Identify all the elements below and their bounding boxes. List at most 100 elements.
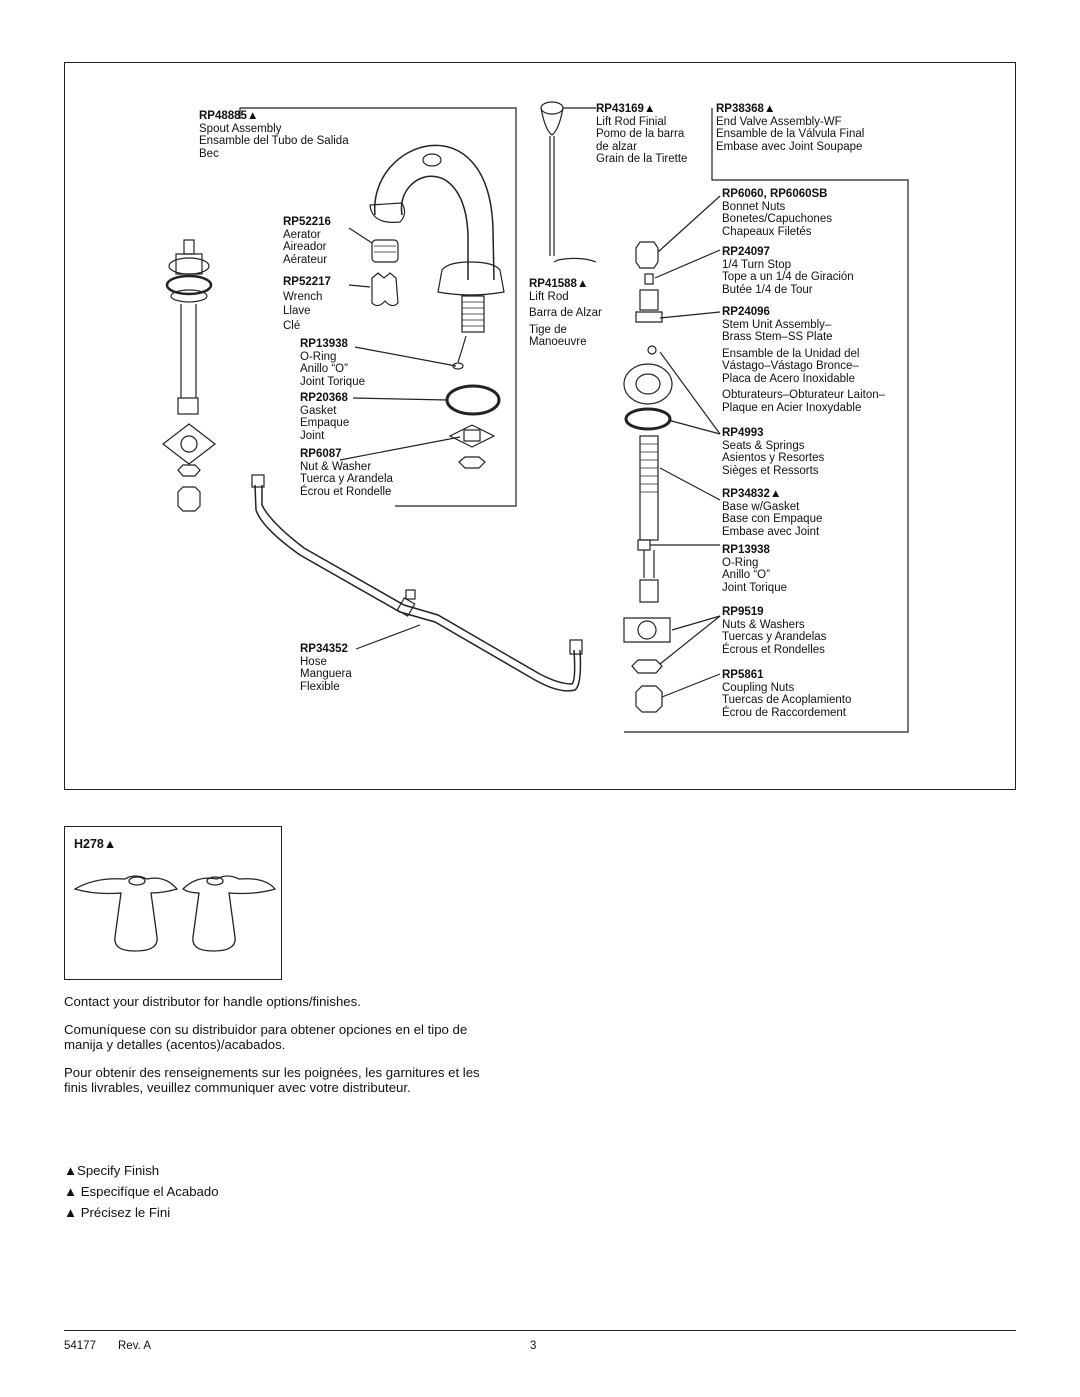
part-number: RP24096 xyxy=(722,306,770,318)
part-desc-fr: Embase avec Joint Soupape xyxy=(716,140,863,153)
part-desc-es: Asientos y Resortes xyxy=(722,452,825,464)
label-rp52216: RP52216 Aerator Aireador Aérateur xyxy=(283,216,331,266)
finish-en: ▲Specify Finish xyxy=(64,1163,160,1178)
page-number: 3 xyxy=(530,1340,537,1352)
part-desc-fr: Embase avec Joint xyxy=(722,525,820,538)
part-number: RP6087 xyxy=(300,448,342,460)
finish-es: ▲ Especifíque el Acabado xyxy=(64,1184,219,1199)
part-desc-es: Aireador xyxy=(283,241,327,253)
part-desc-es: Tuerca y Arandela xyxy=(300,473,393,485)
note-en: Contact your distributor for handle opti… xyxy=(64,994,361,1009)
footer-rule xyxy=(64,1330,1016,1331)
part-number: RP38368▲ xyxy=(716,103,776,115)
part-number: RP52216 xyxy=(283,216,331,228)
part-desc-en: Aerator xyxy=(283,228,321,241)
part-desc-es: Tuercas y Arandelas xyxy=(722,631,827,643)
part-desc-fr: Grain de la Tirette xyxy=(596,153,688,165)
part-desc-es: Base con Empaque xyxy=(722,513,823,525)
label-rp6087: RP6087 Nut & Washer Tuerca y Arandela Éc… xyxy=(300,448,393,498)
label-rp41588: RP41588▲ Lift Rod Barra de Alzar Tige de… xyxy=(529,278,602,349)
part-number: RP20368 xyxy=(300,392,348,404)
part-desc-es: Anillo “O” xyxy=(722,569,770,581)
part-desc-en: Coupling Nuts xyxy=(722,681,795,694)
label-rp9519: RP9519 Nuts & Washers Tuercas y Arandela… xyxy=(722,606,826,656)
label-rp34352: RP34352 Hose Manguera Flexible xyxy=(300,643,352,693)
specify-finish-legend: ▲Specify Finish ▲ Especifíque el Acabado… xyxy=(64,1160,219,1223)
part-number: RP13938 xyxy=(722,544,770,556)
handles-box: H278▲ xyxy=(64,826,282,980)
part-desc-fr: Flexible xyxy=(300,680,340,693)
part-desc-fr: Butée 1/4 de Tour xyxy=(722,283,813,296)
label-rp38368: RP38368▲ End Valve Assembly-WF Ensamble … xyxy=(716,103,864,153)
part-desc-en-2: Brass Stem–SS Plate xyxy=(722,331,833,343)
part-desc-fr: Obturateurs–Obturateur Laiton– xyxy=(722,389,886,401)
part-number: RP13938 xyxy=(300,338,348,350)
part-desc-fr: Joint xyxy=(300,429,325,442)
part-desc-en: Spout Assembly xyxy=(199,122,282,135)
part-number: RP9519 xyxy=(722,606,764,618)
part-desc-en: Hose xyxy=(300,655,327,668)
label-rp43169: RP43169▲ Lift Rod Finial Pomo de la barr… xyxy=(596,103,687,166)
part-desc-en: 1/4 Turn Stop xyxy=(722,258,792,271)
part-number: RP43169▲ xyxy=(596,103,656,115)
part-desc-fr: Joint Torique xyxy=(300,375,365,388)
part-desc-fr: Tige de xyxy=(529,323,567,336)
part-number: RP48885▲ xyxy=(199,110,259,122)
part-desc-en: End Valve Assembly-WF xyxy=(716,115,842,128)
part-number: RP5861 xyxy=(722,669,764,681)
part-desc-en: O-Ring xyxy=(300,350,337,363)
part-desc-en: Gasket xyxy=(300,404,337,417)
part-desc-en: Lift Rod Finial xyxy=(596,115,667,128)
lever-handles-drawing xyxy=(73,875,277,952)
part-desc-es: Ensamble de la Válvula Final xyxy=(716,128,865,140)
part-desc-fr: Clé xyxy=(283,319,301,332)
part-desc-en: Nut & Washer xyxy=(300,460,372,473)
part-number: RP52217 xyxy=(283,276,331,288)
handle-options-notes: Contact your distributor for handle opti… xyxy=(64,994,484,1108)
part-desc-es: Bonetes/Capuchones xyxy=(722,213,832,225)
part-desc-fr: Sièges et Ressorts xyxy=(722,464,819,477)
part-desc-en: Wrench xyxy=(283,290,323,303)
part-desc-fr: Bec xyxy=(199,147,219,160)
part-desc-en: Lift Rod xyxy=(529,290,569,303)
part-desc-es: Pomo de la barra xyxy=(596,128,685,140)
part-desc-fr: Écrou de Raccordement xyxy=(722,706,847,719)
label-rp24096: RP24096 Stem Unit Assembly– Brass Stem–S… xyxy=(722,306,885,414)
part-desc-en: Seats & Springs xyxy=(722,439,805,452)
part-desc-es: Ensamble del Tubo de Salida xyxy=(199,135,349,147)
part-desc-fr: Écrou et Rondelle xyxy=(300,485,392,498)
part-desc-fr-2: Plaque en Acier Inoxydable xyxy=(722,401,862,414)
part-desc-fr: Écrous et Rondelles xyxy=(722,643,825,656)
label-rp5861: RP5861 Coupling Nuts Tuercas de Acoplami… xyxy=(722,669,851,719)
label-rp52217: RP52217 Wrench Llave Clé xyxy=(283,276,331,332)
part-desc-es-2: Vástago–Vástago Bronce– xyxy=(722,360,859,372)
part-desc-en: Bonnet Nuts xyxy=(722,200,786,213)
part-number: RP34352 xyxy=(300,643,348,655)
part-desc-es: Llave xyxy=(283,305,311,317)
part-desc-fr: Chapeaux Filetés xyxy=(722,225,812,238)
label-rp24097: RP24097 1/4 Turn Stop Tope a un 1/4 de G… xyxy=(722,246,854,296)
parts-diagram-frame xyxy=(64,62,1016,790)
note-es: Comuníquese con su distribuidor para obt… xyxy=(64,1022,468,1052)
part-number: RP24097 xyxy=(722,246,770,258)
part-desc-es: Empaque xyxy=(300,417,350,429)
label-rp13938-spout: RP13938 O-Ring Anillo “O” Joint Torique xyxy=(300,338,365,388)
handles-part-number: H278▲ xyxy=(74,837,117,851)
label-rp6060: RP6060, RP6060SB Bonnet Nuts Bonetes/Cap… xyxy=(722,188,832,238)
part-desc-es: Tope a un 1/4 de Giración xyxy=(722,271,854,283)
label-rp48885: RP48885▲ Spout Assembly Ensamble del Tub… xyxy=(199,110,349,160)
doc-number: 54177 xyxy=(64,1340,96,1352)
part-desc-en: Base w/Gasket xyxy=(722,500,800,513)
part-number: RP41588▲ xyxy=(529,278,589,290)
part-desc-en: Nuts & Washers xyxy=(722,618,805,631)
revision: Rev. A xyxy=(118,1340,152,1352)
label-rp4993: RP4993 Seats & Springs Asientos y Resort… xyxy=(722,427,824,477)
part-desc-es: Barra de Alzar xyxy=(529,307,602,319)
part-desc-es: Tuercas de Acoplamiento xyxy=(722,694,852,706)
part-desc-es: Anillo “O” xyxy=(300,363,348,375)
part-desc-fr: Joint Torique xyxy=(722,581,787,594)
part-desc-fr-2: Manoeuvre xyxy=(529,336,587,348)
part-desc-en: Stem Unit Assembly– xyxy=(722,318,832,331)
finish-fr: ▲ Précisez le Fini xyxy=(64,1205,171,1220)
